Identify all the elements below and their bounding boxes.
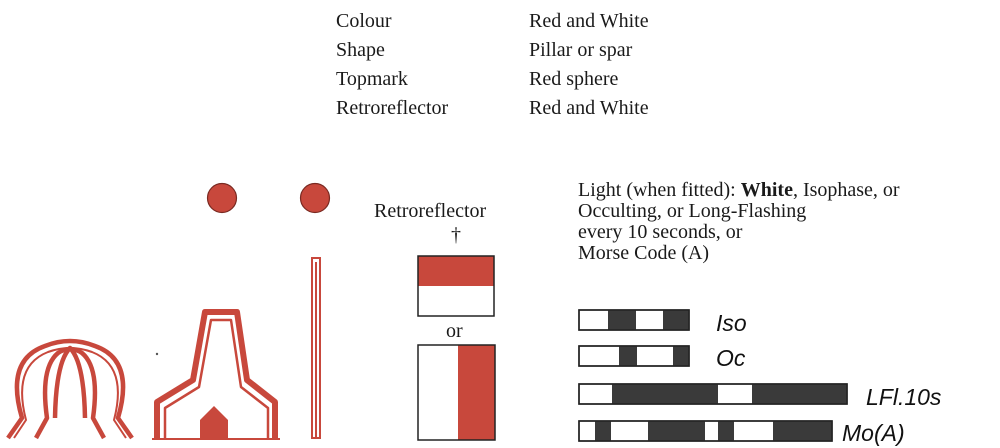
rhythm-bar-iso [578,309,690,331]
topmark-sphere [206,182,238,214]
property-row-colour: Colour Red and White [336,7,649,36]
property-value: Red and White [529,97,649,119]
property-key: Topmark [336,68,408,90]
topmark-sphere-spar [299,182,331,214]
code-label-lfl: LFl.10s [866,384,942,410]
pillar-buoy [152,309,280,440]
light-line-4: Morse Code (A) [578,242,710,264]
property-key: Retroreflector [336,97,449,119]
code-label-iso: Iso [716,310,747,336]
rhythm-bar-mo-a [578,420,833,442]
property-value: Red sphere [529,68,619,90]
code-label-oc: Oc [716,345,746,371]
dagger-symbol: † [451,224,461,246]
retroreflector-label: Retroreflector [374,200,487,222]
property-value: Red and White [529,10,649,32]
light-line-3: every 10 seconds, or [578,221,743,243]
properties-table: Colour Red and White Shape Pillar or spa… [336,7,649,123]
property-value: Pillar or spar [529,39,633,61]
light-description: Light (when fitted): White, Isophase, or… [578,180,900,264]
light-line-2: Occulting, or Long-Flashing [578,200,807,222]
rhythm-bar-lfl [578,383,848,405]
light-colour: White [740,179,793,201]
pillar-buoy-outline [6,338,134,440]
or-label: or [446,320,463,342]
light-line-1: Light (when fitted): White, Isophase, or [578,180,900,201]
retroreflector-vertical-swatch [417,344,496,441]
rhythm-bar-oc [578,345,690,367]
retroreflector-horizontal-swatch [417,255,495,317]
light-suffix: , Isophase, or [792,179,900,201]
property-row-retroreflector: Retroreflector Red and White [336,94,649,123]
property-row-topmark: Topmark Red sphere [336,65,649,94]
pillar-buoy-outline-inner [13,347,127,439]
property-row-shape: Shape Pillar or spar [336,36,649,65]
light-prefix: Light (when fitted): [578,179,741,201]
property-key: Colour [336,10,392,32]
code-label-mo-a: Mo(A) [842,420,905,446]
property-key: Shape [336,39,385,61]
spar-buoy [311,257,321,439]
